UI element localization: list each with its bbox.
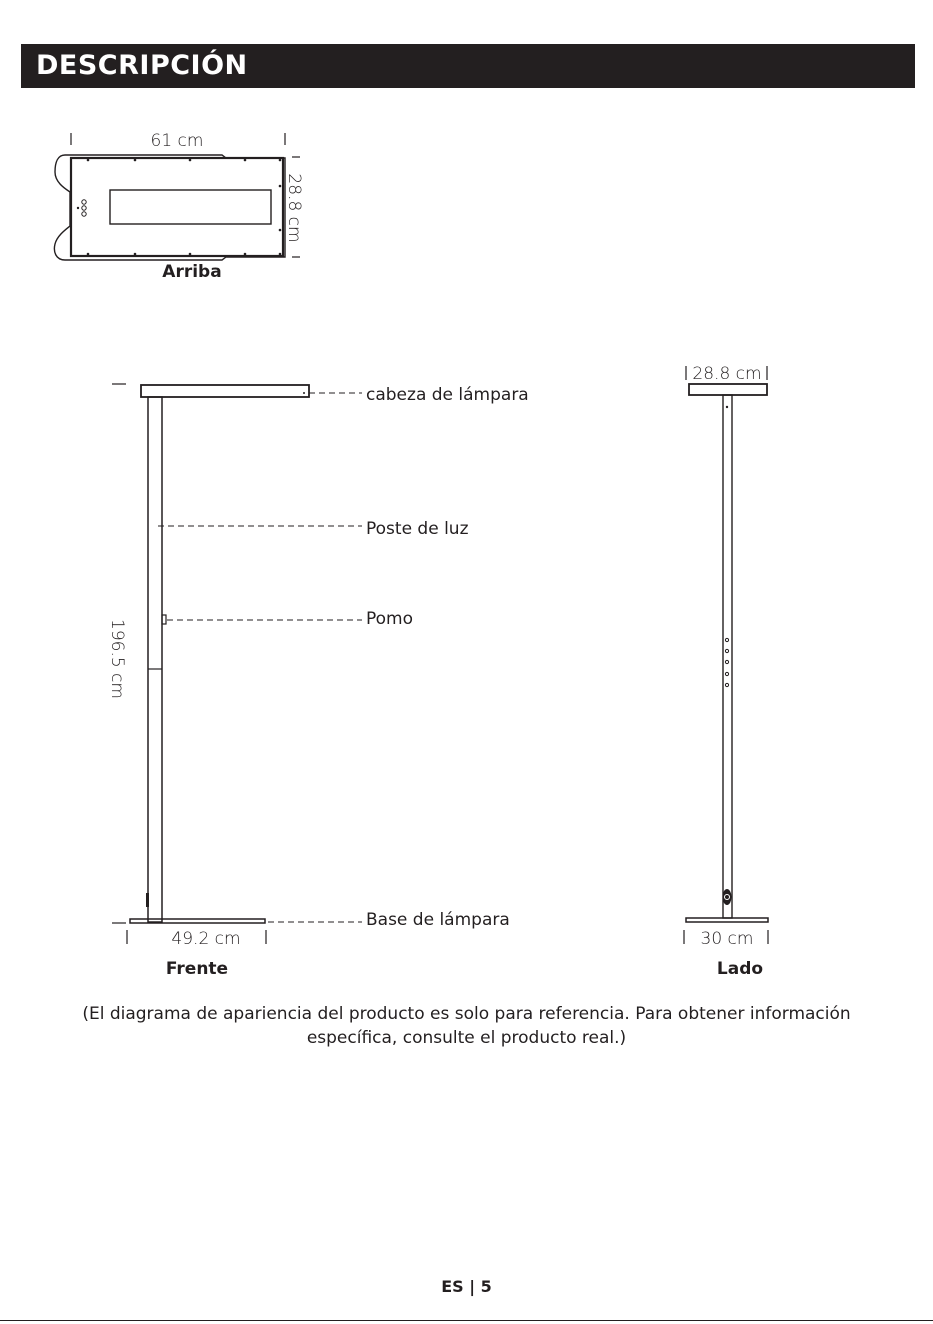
front-height-label: 196.5 cm bbox=[107, 619, 127, 699]
front-base-width-label: 49.2 cm bbox=[171, 929, 240, 949]
front-view bbox=[112, 384, 362, 944]
side-pole-top-dot bbox=[726, 406, 728, 408]
bottom-rule bbox=[0, 1320, 933, 1321]
top-width-label: 61 cm bbox=[151, 131, 204, 151]
front-base bbox=[130, 919, 265, 923]
top-view-panel bbox=[71, 158, 283, 256]
part-label-lamp-head: cabeza de lámpara bbox=[366, 385, 529, 405]
side-view bbox=[684, 366, 768, 944]
part-label-base: Base de lámpara bbox=[366, 910, 510, 930]
front-view-caption: Frente bbox=[166, 959, 228, 979]
side-pole-holes bbox=[725, 638, 728, 686]
side-base-depth-label: 30 cm bbox=[701, 929, 754, 949]
product-diagram: 61 cm 28.8 cm Arriba 196.5 cm cabeza de … bbox=[0, 0, 933, 1000]
top-control-dot-1 bbox=[82, 200, 86, 204]
part-label-knob: Pomo bbox=[366, 609, 413, 629]
side-head-depth-label: 28.8 cm bbox=[692, 364, 761, 384]
side-lamp-head bbox=[689, 384, 767, 395]
reference-note: (El diagrama de apariencia del producto … bbox=[40, 1002, 893, 1050]
side-pole bbox=[723, 395, 732, 918]
top-depth-label: 28.8 cm bbox=[284, 173, 304, 242]
front-lamp-head bbox=[141, 385, 309, 397]
top-view bbox=[54, 133, 300, 260]
top-control-dot-2 bbox=[82, 206, 86, 210]
side-base bbox=[686, 918, 768, 922]
top-view-light-window bbox=[110, 190, 271, 224]
side-view-caption: Lado bbox=[717, 959, 763, 979]
top-control-dot-3 bbox=[82, 212, 86, 216]
front-pole-switch bbox=[146, 893, 149, 907]
top-view-outline bbox=[54, 155, 285, 260]
top-view-screws bbox=[87, 159, 282, 256]
side-switch bbox=[723, 889, 732, 905]
front-pole bbox=[148, 397, 162, 922]
top-view-caption: Arriba bbox=[162, 262, 221, 282]
front-lamp-head-led-dot bbox=[303, 392, 305, 394]
top-control-dot-4 bbox=[77, 207, 79, 209]
page-number: ES | 5 bbox=[0, 1277, 933, 1296]
part-label-pole: Poste de luz bbox=[366, 519, 469, 539]
